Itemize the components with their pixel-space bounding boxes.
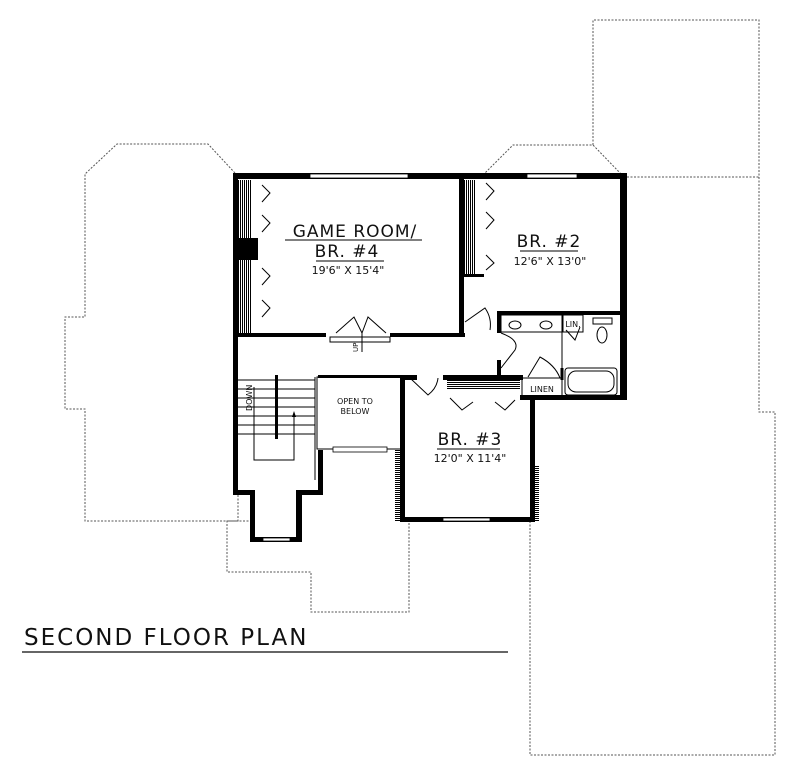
toilet-tank-icon — [592, 317, 613, 325]
window — [262, 537, 291, 542]
room-name: BR. #2 — [517, 232, 582, 252]
room-bedroom-2: BR. #2 12'6" X 13'0" — [514, 232, 587, 268]
window — [526, 173, 578, 179]
linen-closet-label: LIN. — [565, 320, 580, 329]
room-dimensions: 12'6" X 13'0" — [514, 255, 587, 268]
room-name: BR. #3 — [438, 430, 503, 450]
closets — [238, 180, 520, 411]
plan-title: SECOND FLOOR PLAN — [24, 625, 308, 651]
stair-down-label: DOWN — [245, 385, 254, 411]
window — [309, 173, 409, 179]
room-name: BR. #4 — [315, 242, 380, 262]
window — [332, 446, 388, 453]
room-game-room: GAME ROOM/ BR. #4 19'6" X 15'4" — [285, 222, 422, 277]
doors — [329, 307, 581, 396]
sink-icon — [539, 320, 553, 330]
room-dimensions: 12'0" X 11'4" — [434, 452, 507, 465]
bath-fixtures — [500, 314, 618, 396]
room-name: GAME ROOM/ — [293, 222, 418, 242]
walls — [233, 173, 627, 542]
room-dimensions: 19'6" X 15'4" — [312, 264, 385, 277]
label: OPEN TO — [337, 397, 373, 406]
roof-outlines — [64, 19, 776, 756]
bathtub-icon — [564, 367, 618, 396]
open-to-below: OPEN TO BELOW — [337, 397, 373, 416]
linen-closet-label: LINEN — [530, 385, 554, 394]
window — [442, 517, 491, 522]
label: BELOW — [341, 407, 370, 416]
stair-treads — [238, 379, 315, 461]
stair-up-label: UP — [352, 343, 360, 352]
sink-icon — [508, 320, 522, 330]
room-bedroom-3: BR. #3 12'0" X 11'4" — [434, 430, 507, 465]
toilet-icon — [596, 326, 608, 344]
